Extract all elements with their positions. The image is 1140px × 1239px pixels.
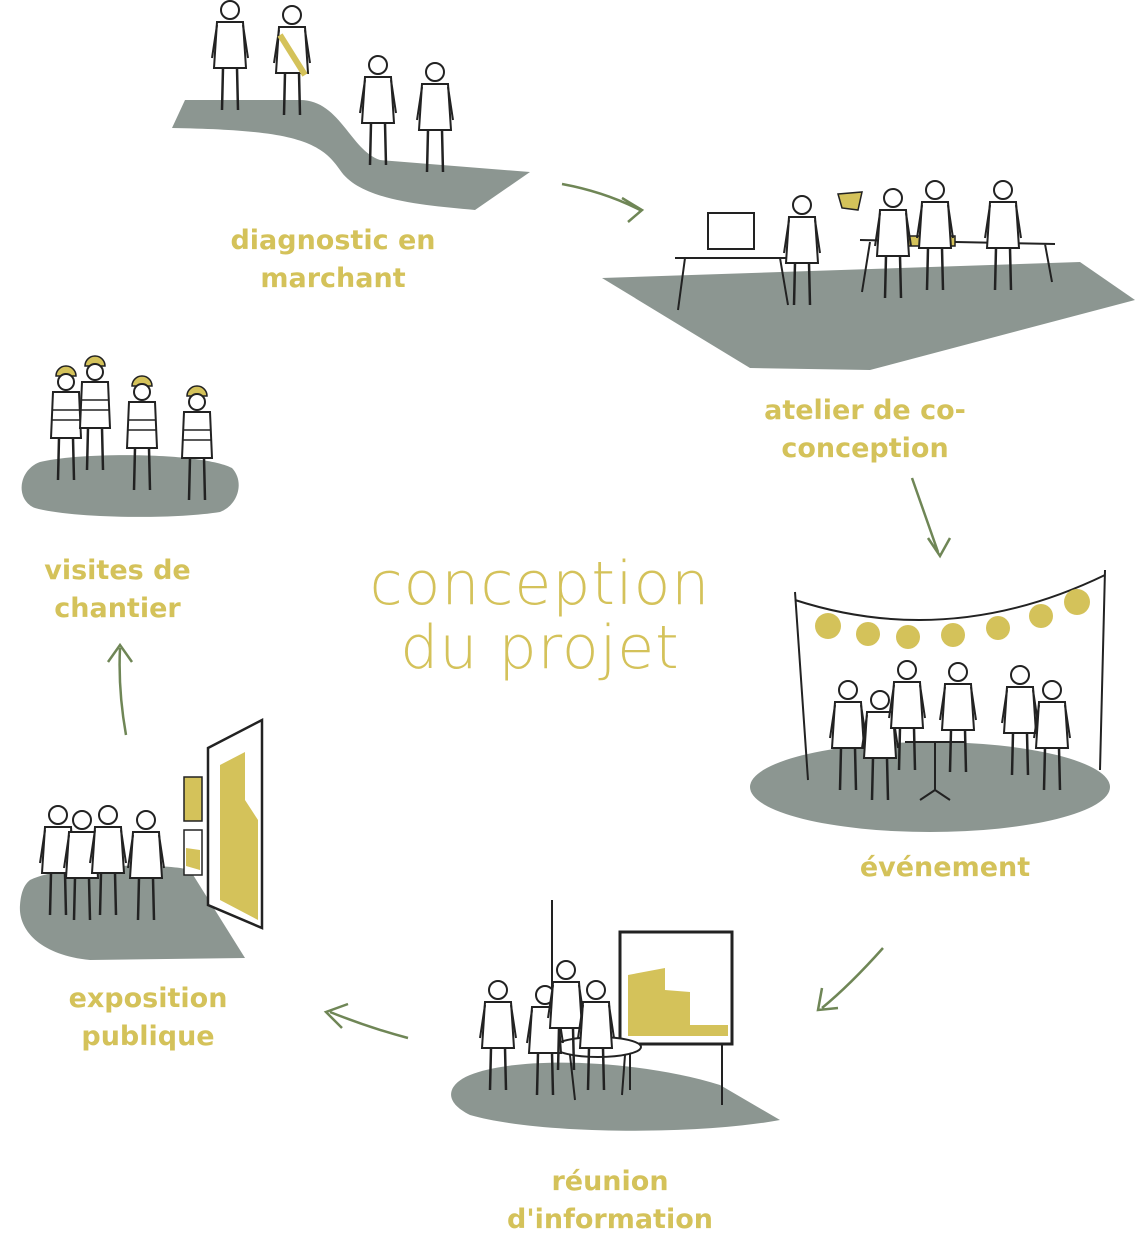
label-reunion-line1: réunion [551,1166,669,1197]
ground-path [172,100,530,210]
label-exposition: exposition publique [3,980,293,1056]
label-visites-line1: visites de [44,555,191,586]
arrow-2 [910,477,952,559]
label-atelier-line1: atelier de co- [764,395,966,426]
label-reunion-line2: d'information [507,1204,713,1235]
ground-blob [21,455,239,517]
center-title: conception du projet [360,552,720,680]
stage-evenement-illustration [750,569,1110,832]
label-atelier: atelier de co- conception [720,392,1010,468]
label-evenement-line1: événement [859,852,1031,883]
stage-exposition-illustration [19,717,264,960]
center-title-line1: conception [369,549,711,619]
string-lights [815,589,1090,649]
ground-blob [19,865,245,960]
ground-blob [451,1062,780,1131]
stage-reunion-illustration [451,900,780,1131]
label-diagnostic-line2: marchant [260,263,406,294]
label-visites: visites de chantier [0,552,235,628]
label-exposition-line2: publique [81,1021,215,1052]
arrow-3 [816,947,884,1012]
ground-blob [750,742,1110,832]
ground-plane [602,262,1135,370]
label-diagnostic-line1: diagnostic en [230,225,436,256]
stage-atelier-illustration [602,179,1135,370]
label-visites-line2: chantier [54,593,181,624]
stage-diagnostic-illustration [172,0,530,210]
label-exposition-line1: exposition [68,983,228,1014]
cycle-arrows [106,182,952,1040]
arrow-1 [561,182,645,223]
arrow-4 [323,1002,409,1040]
arrow-5 [106,642,134,736]
label-atelier-line2: conception [781,433,949,464]
label-diagnostic: diagnostic en marchant [188,222,478,298]
stage-visites-illustration [21,354,239,517]
label-evenement: événement [800,849,1090,887]
label-reunion: réunion d'information [465,1163,755,1239]
center-title-line2: du projet [400,613,680,683]
